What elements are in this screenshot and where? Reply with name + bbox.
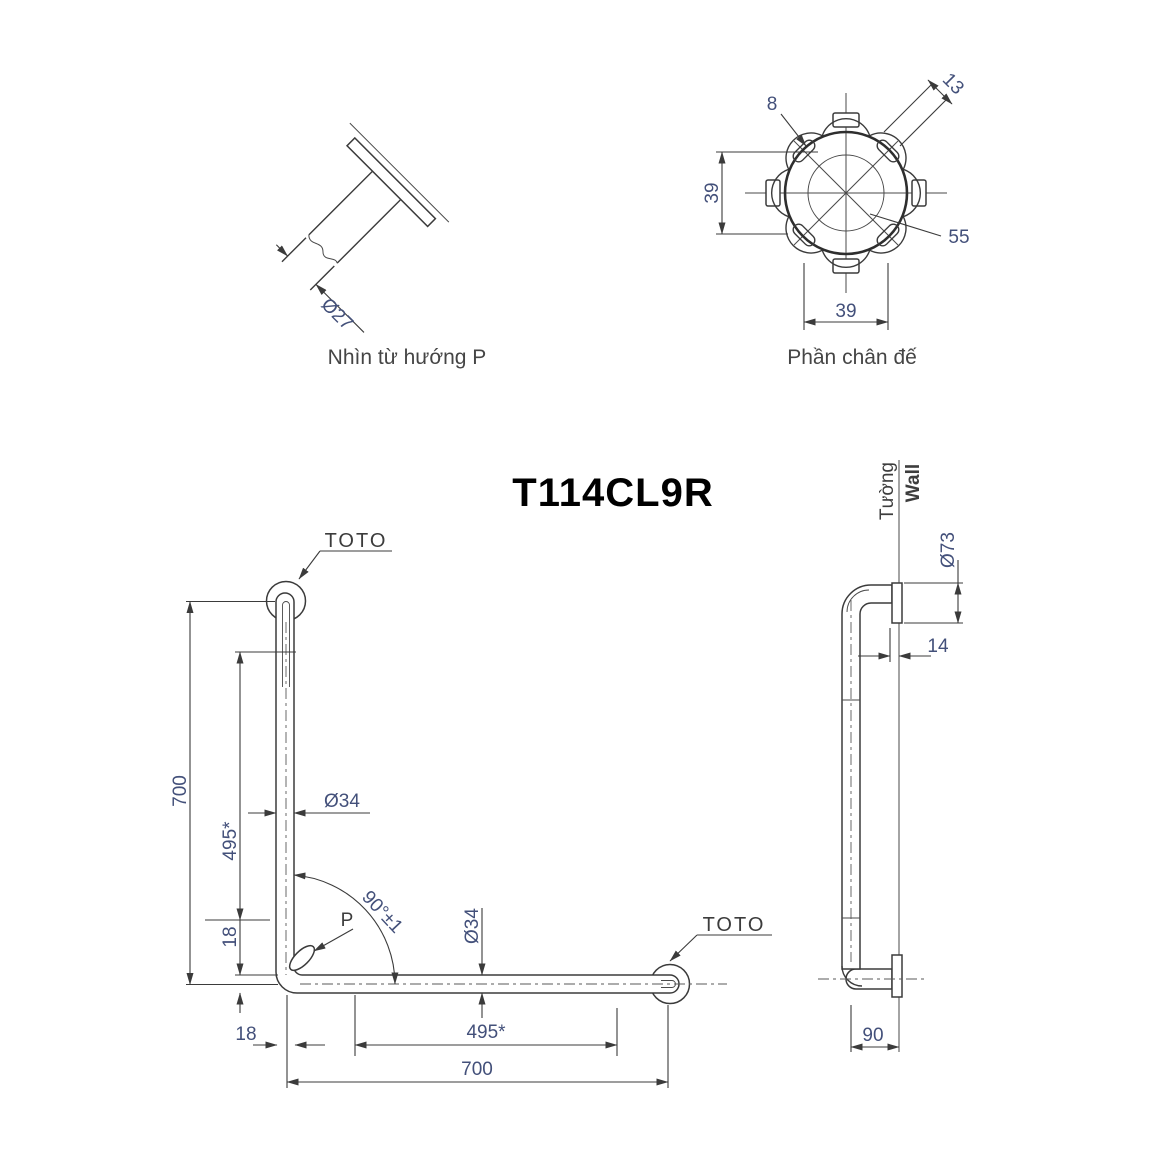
pipe-edge-top <box>308 170 373 236</box>
dim-13-ext-2 <box>899 97 949 147</box>
caption-base: Phần chân đế <box>787 346 917 369</box>
dim-bar-diameter-vertical: Ø34 <box>324 791 360 812</box>
point-p-label: P <box>341 910 354 931</box>
view-side: Tường Wall Ø73 14 90 <box>818 460 963 1052</box>
dim-elbow-offset: 14 <box>927 636 949 657</box>
pipe-edge-bottom <box>336 199 402 264</box>
dim-27-arrow-bottom <box>315 283 365 333</box>
dim-13-line <box>927 79 953 105</box>
dim-slot-width: 8 <box>767 94 778 115</box>
dim-13-ext-1 <box>883 83 933 133</box>
brand-top-leader <box>298 550 321 580</box>
dim-standoff: 90 <box>862 1025 883 1046</box>
dim-offset-horizontal: 18 <box>235 1024 256 1045</box>
caption-view-p: Nhìn từ hướng P <box>328 346 487 369</box>
dim-grip-horizontal: 495* <box>466 1022 506 1043</box>
slot-se <box>876 223 900 247</box>
tab-east <box>911 179 927 207</box>
wall-label-en: Wall <box>903 464 924 502</box>
bottom-bend-arc <box>841 965 863 987</box>
pipe-break-line <box>308 234 338 264</box>
brand-label-top: TOTO <box>325 530 388 552</box>
slot-nw <box>792 139 816 163</box>
dim-pipe-diameter: Ø27 <box>317 294 357 334</box>
slot-sw <box>792 223 816 247</box>
dim-bar-diameter-horizontal: Ø34 <box>462 908 483 944</box>
tab-south <box>832 258 860 274</box>
side-bar <box>841 584 893 970</box>
inner-circle <box>807 154 885 232</box>
dim-flange-diameter: Ø73 <box>938 532 959 568</box>
side-flange-top <box>891 582 903 624</box>
side-flange-bottom <box>891 954 903 998</box>
view-base-flange: 8 13 39 55 39 Phần chân đế <box>702 69 970 369</box>
tab-north <box>832 112 860 128</box>
brand-label-right: TOTO <box>703 914 766 936</box>
dim-width-total: 700 <box>461 1059 493 1080</box>
dim-55-leader <box>869 213 942 237</box>
point-p-leader <box>313 928 354 952</box>
pipe-edge-bottom-end <box>309 265 335 291</box>
wall-label-vi: Tường <box>877 462 898 520</box>
dim-angle-arc <box>293 872 399 985</box>
dim-grip-vertical: 495* <box>220 821 241 861</box>
dim-bend-angle: 90°±1 <box>357 887 406 938</box>
wall-edge-line <box>349 122 450 223</box>
pipe-edge-top-end <box>281 237 307 263</box>
body-circle <box>783 130 909 256</box>
dim-27-arrow-top <box>275 244 289 257</box>
dim-height-total: 700 <box>170 775 191 807</box>
mount-plate <box>345 136 437 228</box>
dim-body-diameter: 55 <box>948 227 969 248</box>
diagonal-ne-sw <box>793 140 899 246</box>
dim-pitch-vertical: 39 <box>702 182 723 203</box>
slot-ne <box>876 139 900 163</box>
dim-slot-width-leader <box>780 113 807 147</box>
dim-pitch-horizontal: 39 <box>835 301 856 322</box>
view-front: TOTO TOTO 700 495* 18 Ø34 90°±1 P <box>170 530 772 1088</box>
brand-right-leader <box>669 934 698 962</box>
tube-inner-top <box>282 601 290 687</box>
dim-offset-vertical: 18 <box>220 926 241 947</box>
grab-bar <box>275 592 680 994</box>
tab-west <box>765 179 781 207</box>
page-title: T114CL9R <box>512 471 713 515</box>
elbow-inner-line <box>846 589 870 613</box>
view-direction-p: Ø27 Nhìn từ hướng P <box>275 122 487 369</box>
